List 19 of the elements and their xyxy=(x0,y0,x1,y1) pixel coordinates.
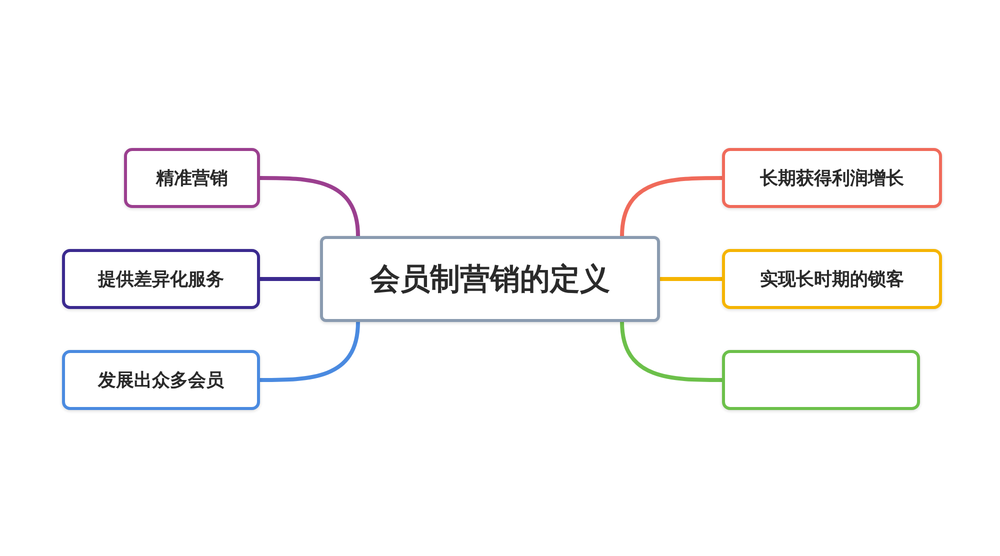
branch-line xyxy=(258,320,360,382)
branch-line xyxy=(258,176,360,238)
topic-text: 长期获得利润增长 xyxy=(760,167,904,190)
topic-box xyxy=(722,350,920,410)
topic-box xyxy=(62,249,260,309)
branch-line xyxy=(620,320,724,382)
topic-text: 精准营销 xyxy=(156,167,228,190)
branch-line xyxy=(620,176,724,238)
branch-line xyxy=(258,277,322,281)
central-topic-box xyxy=(320,236,660,322)
topic-text: 实现长时期的锁客 xyxy=(760,268,904,291)
topic-box xyxy=(124,148,260,208)
topic-box xyxy=(722,148,942,208)
topic-text: 会员制营销的定义 xyxy=(370,260,610,298)
topic-box xyxy=(62,350,260,410)
topic-box xyxy=(722,249,942,309)
topic-text: 发展出众多会员 xyxy=(98,369,224,392)
branch-line xyxy=(658,277,724,281)
topic-text: 提供差异化服务 xyxy=(98,268,224,291)
